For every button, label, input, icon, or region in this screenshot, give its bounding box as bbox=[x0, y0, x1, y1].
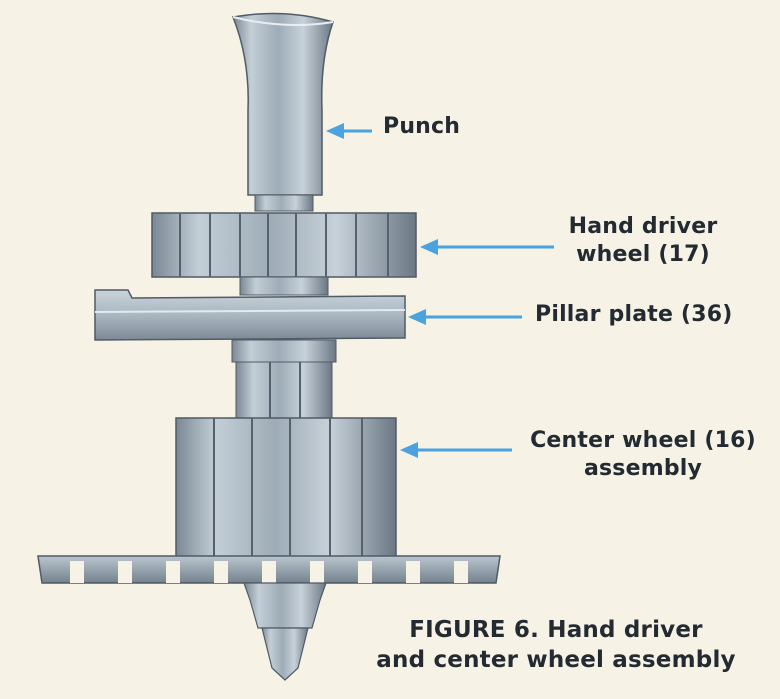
hand-driver-wheel bbox=[151, 212, 417, 296]
punch-label: Punch bbox=[383, 114, 461, 139]
lower-gear-flange bbox=[37, 555, 501, 584]
center-wheel-arrow bbox=[400, 442, 512, 458]
hand-driver-wheel-label-line1: Hand driver bbox=[568, 214, 718, 239]
center-wheel-label-line2: assembly bbox=[583, 456, 703, 481]
center-wheel-label: Center wheel (16) assembly bbox=[518, 427, 768, 483]
center-wheel-label-line1: Center wheel (16) bbox=[530, 428, 756, 453]
hand-driver-wheel-arrow bbox=[420, 239, 554, 255]
center-wheel bbox=[175, 417, 397, 559]
punch bbox=[231, 12, 334, 212]
figure-caption-line2: and center wheel assembly bbox=[376, 647, 736, 673]
figure-caption-line1: FIGURE 6. Hand driver bbox=[409, 617, 703, 643]
hand-driver-wheel-label: Hand driver wheel (17) bbox=[553, 213, 733, 269]
pillar-plate-label: Pillar plate (36) bbox=[535, 302, 733, 327]
pillar-plate bbox=[94, 289, 406, 341]
punch-arrow bbox=[326, 123, 372, 139]
pillar-plate-arrow bbox=[408, 309, 522, 325]
hand-driver-wheel-label-line2: wheel (17) bbox=[576, 242, 710, 267]
shaft bbox=[231, 339, 337, 419]
figure-caption: FIGURE 6. Hand driver and center wheel a… bbox=[356, 615, 756, 675]
pivot-tip bbox=[243, 582, 327, 681]
